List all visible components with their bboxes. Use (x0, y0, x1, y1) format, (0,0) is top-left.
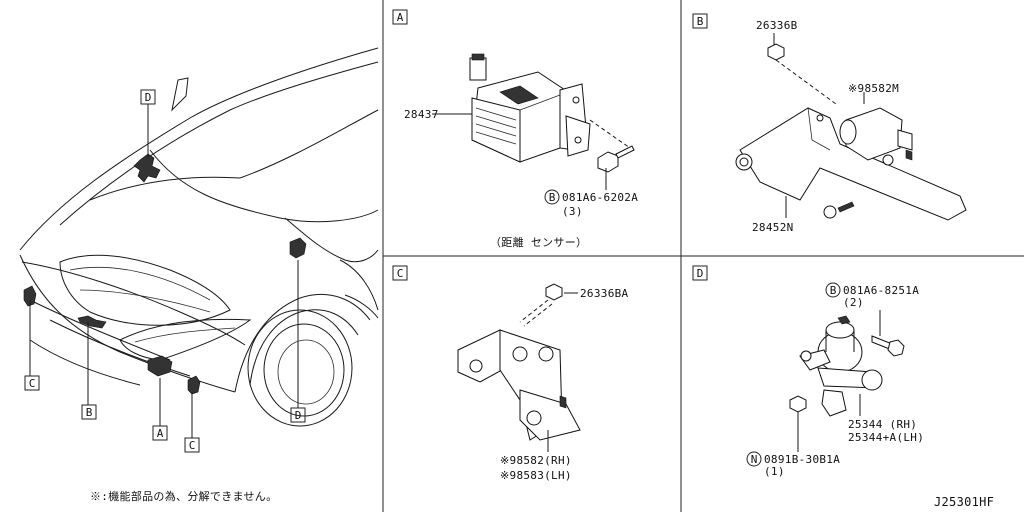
svg-text:C: C (29, 377, 36, 390)
panel-d: D B 081A6-8251A (2) 25344 (RH) 25344+A(L… (692, 265, 924, 478)
bolt-d-part: 081A6-8251A (843, 284, 919, 297)
panel-frames (382, 0, 1024, 512)
bracket-28452n-label: 28452N (752, 221, 794, 234)
sensor-98583-lh-label: ※98583(LH) (500, 469, 572, 482)
sensor-98582-rh-label: ※98582(RH) (500, 454, 572, 467)
bolt-d-qty: (2) (843, 296, 864, 309)
bolt-d-symbol: B (830, 284, 837, 297)
panel-a-caption: （距離 センサー） (490, 235, 587, 249)
svg-text:D: D (145, 91, 152, 104)
distance-sensor-unit (469, 53, 591, 163)
bolt-a-symbol: B (549, 191, 556, 204)
overview-callout-c-right: C (184, 437, 200, 453)
bracket-28452n (735, 107, 967, 221)
diagram-id: J25301HF (934, 495, 994, 509)
svg-text:D: D (295, 409, 302, 422)
overview-callout-b: B (81, 404, 97, 420)
panel-c-letter: C (397, 267, 404, 280)
car-overview-illustration (19, 47, 379, 438)
sensor-98582m (837, 107, 913, 213)
sensor-25344-rh-label: 25344 (RH) (848, 418, 917, 431)
nut-d-symbol: N (751, 453, 758, 466)
panel-b-letter: B (697, 15, 704, 28)
bolt-a-part: 081A6-6202A (562, 191, 638, 204)
part-28437-label: 28437 (404, 108, 439, 121)
nut-d-qty: (1) (764, 465, 785, 478)
nut-26336ba-label: 26336BA (580, 287, 629, 300)
panel-a-letter: A (397, 11, 404, 24)
bolt-a (597, 145, 635, 173)
panel-d-letter: D (697, 267, 704, 280)
bolt-d (871, 335, 905, 357)
svg-text:C: C (189, 439, 196, 452)
overview-callout-c-left: C (24, 375, 40, 391)
overview-callout-a: A (152, 425, 168, 441)
panel-a: A 28437 B 081A6-6202A (3) (392, 9, 638, 249)
sensor-98582m-label: ※98582M (848, 82, 899, 95)
sensor-25344-lh-label: 25344+A(LH) (848, 431, 924, 444)
panel-c: C 26336BA ※98582(RH) ※98583(LH) (392, 265, 629, 482)
svg-text:A: A (157, 427, 164, 440)
bracket-and-sensor-c (457, 329, 581, 441)
height-sensor-25344 (799, 315, 883, 417)
overview-callout-d-top: D (140, 89, 156, 105)
overview-callout-d-right: D (290, 407, 306, 423)
panel-b: B 26336B ※98582M 28452N (692, 13, 967, 234)
nut-26336b-label: 26336B (756, 19, 798, 32)
nut-d-part: 0891B-30B1A (764, 453, 840, 466)
bolt-a-qty: (3) (562, 205, 583, 218)
footnote-text: ※:機能部品の為、分解できません。 (90, 489, 277, 503)
svg-text:B: B (86, 406, 93, 419)
